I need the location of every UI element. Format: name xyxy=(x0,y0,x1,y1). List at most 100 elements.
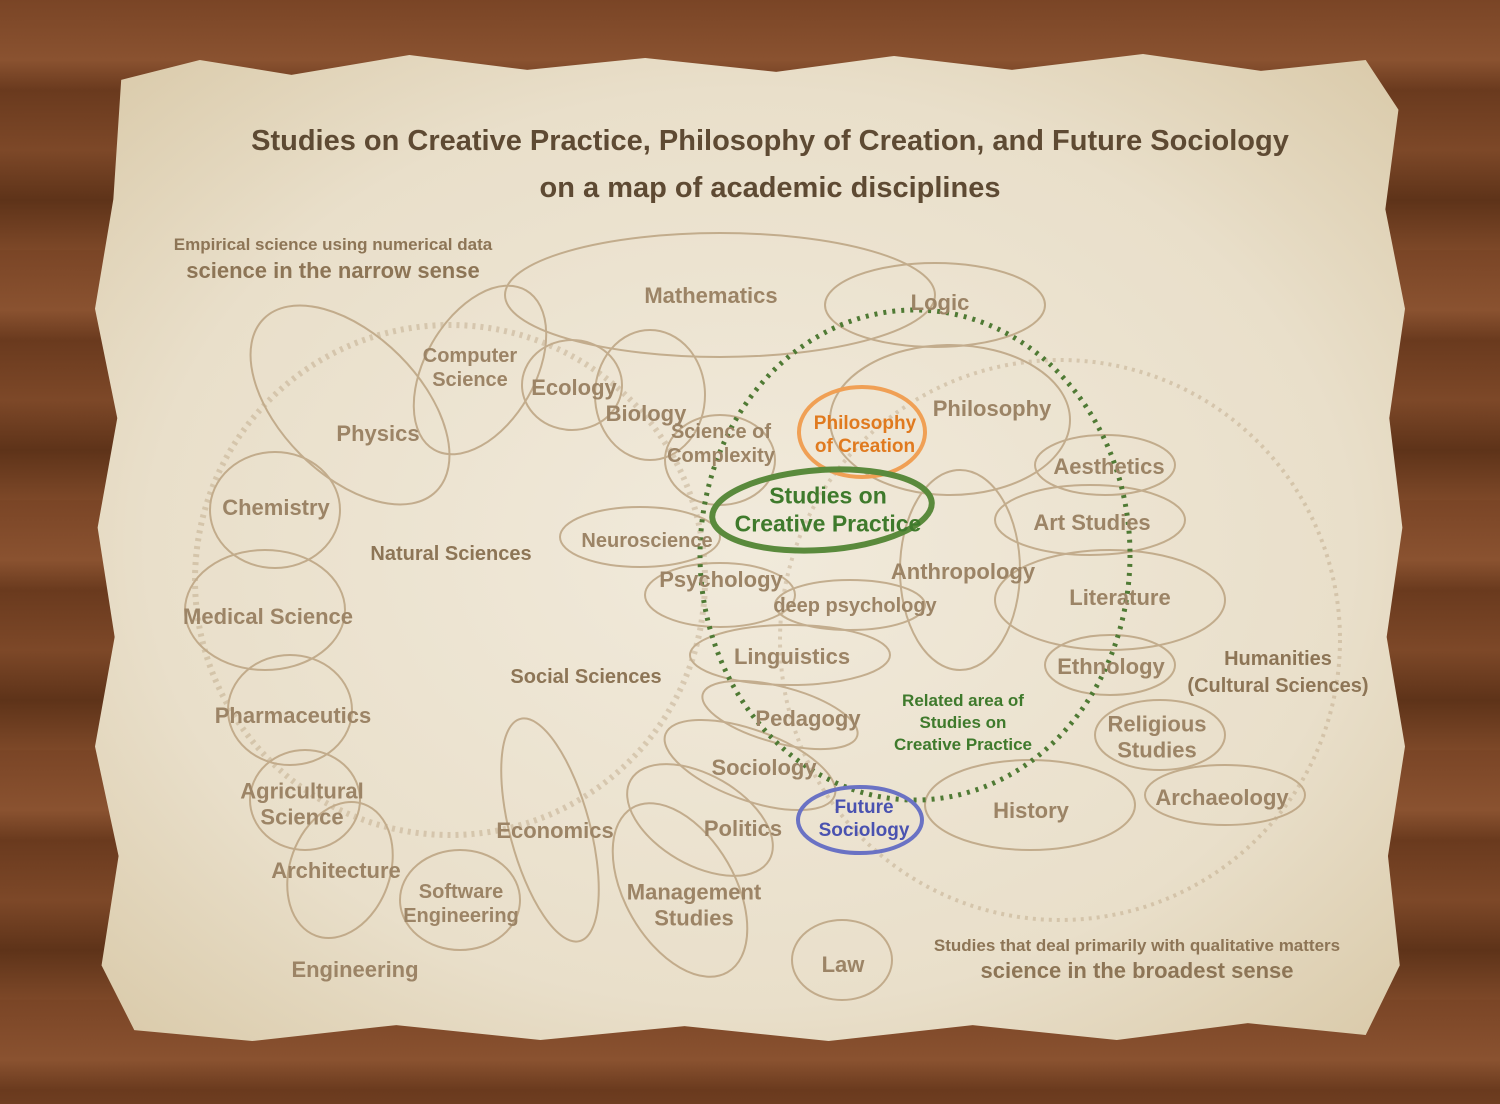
archaeology-ellipse xyxy=(1144,764,1306,826)
label-line: Engineering xyxy=(403,905,519,927)
label-neuroscience: Neuroscience xyxy=(581,530,713,552)
region-social-sciences: Social Sciences xyxy=(510,666,662,688)
label-anthropology: Anthropology xyxy=(890,558,1036,584)
computer-science-ellipse xyxy=(412,284,548,456)
label-chemistry: Chemistry xyxy=(222,494,330,520)
linguistics-ellipse xyxy=(689,624,891,686)
region-cultural-sciences: (Cultural Sciences) xyxy=(1187,675,1369,697)
label-line: Science xyxy=(260,805,344,830)
label-ecology: Ecology xyxy=(531,374,617,400)
label-economics: Economics xyxy=(496,817,614,843)
ethnology-ellipse xyxy=(1044,634,1176,696)
label-aesthetics: Aesthetics xyxy=(1053,453,1165,479)
chemistry-ellipse xyxy=(209,451,341,569)
future-sociology-ellipse xyxy=(796,785,924,855)
literature-ellipse xyxy=(994,549,1226,651)
label-linguistics: Linguistics xyxy=(733,643,851,669)
narrow-science-label: science in the narrow sense xyxy=(186,257,480,283)
pharmaceutics-ellipse xyxy=(227,654,353,766)
label-line: Management xyxy=(626,879,762,905)
label-line: Science of xyxy=(670,421,772,443)
region-natural-sciences: Natural Sciences xyxy=(370,543,532,565)
label-line: Future xyxy=(834,797,894,819)
management-ellipse xyxy=(611,802,749,978)
label-pharmaceutics: Pharmaceutics xyxy=(214,702,372,728)
label-logic: Logic xyxy=(910,289,970,315)
label-line: Studies on xyxy=(919,712,1007,732)
title-line-1: Studies on Creative Practice, Philosophy… xyxy=(251,125,1289,157)
label-line: Related area of xyxy=(902,690,1024,710)
label-philosophy: Philosophy xyxy=(932,395,1052,421)
title-line-2: on a map of academic disciplines xyxy=(539,172,1001,204)
history-ellipse xyxy=(924,759,1136,851)
label-line: Complexity xyxy=(667,445,775,467)
economics-ellipse xyxy=(500,717,600,943)
architecture-ellipse xyxy=(286,801,394,939)
philosophy-of-creation-ellipse xyxy=(797,385,927,479)
ecology-ellipse xyxy=(521,339,623,431)
label-politics: Politics xyxy=(703,815,783,841)
sociology-ellipse xyxy=(663,718,837,812)
religious-studies-ellipse xyxy=(1094,699,1226,771)
label-line: Science xyxy=(432,369,508,391)
medical-science-ellipse xyxy=(184,549,346,671)
related-area-dotted-ellipse xyxy=(697,307,1133,803)
logic-ellipse xyxy=(824,262,1046,348)
label-engineering: Engineering xyxy=(291,956,419,982)
label-deep-psychology: deep psychology xyxy=(773,595,937,617)
label-physics: Physics xyxy=(336,420,420,446)
neuroscience-ellipse xyxy=(559,506,721,568)
label-line: Computer xyxy=(422,345,518,367)
biology-ellipse xyxy=(594,329,706,461)
pedagogy-ellipse xyxy=(701,679,859,751)
broad-science-note: Studies that deal primarily with qualita… xyxy=(933,935,1341,955)
label-psychology: Psychology xyxy=(659,566,783,592)
label-architecture: Architecture xyxy=(271,857,401,883)
label-line: Creative Practice xyxy=(894,735,1032,755)
broad-science-label: science in the broadest sense xyxy=(980,957,1294,983)
label-line: Studies xyxy=(654,906,734,931)
label-biology: Biology xyxy=(605,400,687,426)
creative-practice-ellipse xyxy=(709,466,935,554)
narrow-science-note: Empirical science using numerical data xyxy=(173,234,493,254)
label-line: Agricultural xyxy=(240,778,364,804)
mathematics-ellipse xyxy=(504,232,936,358)
label-sociology: Sociology xyxy=(711,754,817,780)
label-literature: Literature xyxy=(1069,584,1171,610)
law-ellipse xyxy=(791,919,893,1001)
label-line: of Creation xyxy=(814,436,916,457)
label-law: Law xyxy=(821,951,865,977)
label-line: Sociology xyxy=(818,820,910,841)
label-line: Creative Practice xyxy=(734,510,922,536)
label-history: History xyxy=(993,797,1069,823)
label-line: Studies on xyxy=(769,482,887,509)
label-archaeology: Archaeology xyxy=(1155,784,1289,810)
label-medical-science: Medical Science xyxy=(183,603,353,629)
region-humanities: Humanities xyxy=(1224,648,1332,670)
physics-ellipse xyxy=(249,304,451,506)
label-line: Software xyxy=(418,881,504,903)
label-line: Religious xyxy=(1107,711,1207,737)
psychology-ellipse xyxy=(644,562,796,628)
label-ethnology: Ethnology xyxy=(1057,653,1165,679)
label-art-studies: Art Studies xyxy=(1033,509,1151,535)
label-line: Philosophy xyxy=(813,413,917,435)
art-studies-ellipse xyxy=(994,484,1186,556)
philosophy-ellipse xyxy=(829,344,1071,496)
label-pedagogy: Pedagogy xyxy=(755,705,861,731)
label-mathematics: Mathematics xyxy=(644,282,778,308)
software-engineering-ellipse xyxy=(399,849,521,951)
politics-ellipse xyxy=(626,763,774,877)
label-line: Studies xyxy=(1117,738,1197,763)
